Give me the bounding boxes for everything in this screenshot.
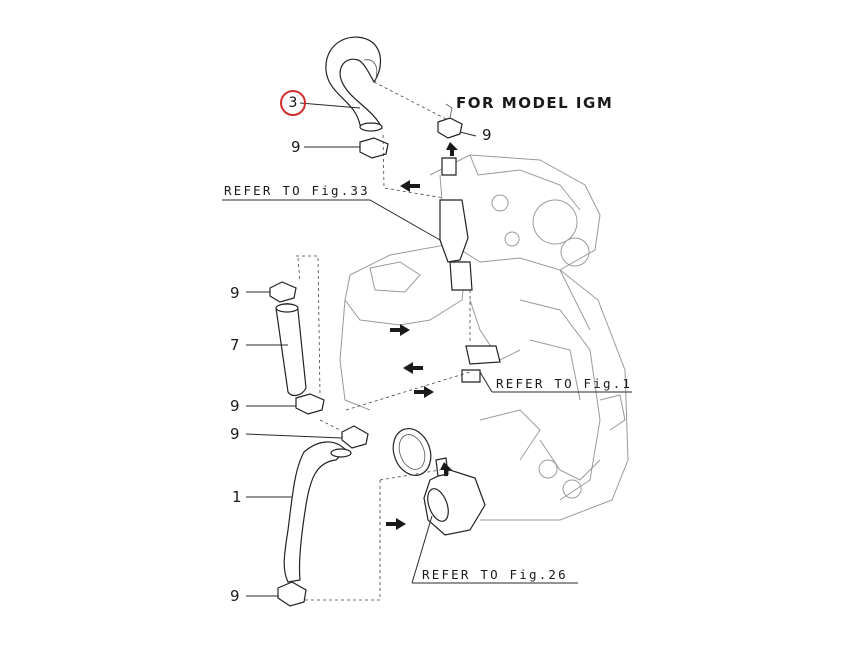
clamp-9-top-right: [437, 103, 463, 139]
callout-1: 1: [232, 488, 242, 506]
leader-lines: [222, 102, 632, 597]
clamp-9-bottom: [277, 581, 307, 607]
flow-arrows: [386, 142, 458, 530]
clamp-9-side-low: [341, 425, 369, 449]
highlighted-callout-3[interactable]: 3: [280, 90, 306, 116]
engine-block-drawing: [339, 154, 629, 521]
assembly-dash-lines: [296, 81, 471, 601]
hose-3-upper: [325, 36, 384, 132]
callout-9-side-top: 9: [230, 284, 240, 302]
reference-fig-33: REFER TO Fig.33: [224, 183, 370, 198]
callout-9-upper: 9: [291, 138, 301, 156]
upper-fitting: [439, 157, 473, 291]
callout-9-side-mid: 9: [230, 397, 240, 415]
tee-fitting: [461, 345, 501, 383]
callout-9-top-right: 9: [482, 126, 492, 144]
clamp-9-upper: [359, 137, 389, 159]
clamp-9-side-top: [269, 281, 297, 303]
hose-7: [275, 303, 307, 397]
clamp-9-side-mid: [295, 393, 325, 415]
callout-9-bottom: 9: [230, 587, 240, 605]
callout-9-side-low: 9: [230, 425, 240, 443]
reference-fig-1: REFER TO Fig.1: [496, 376, 633, 391]
model-title: FOR MODEL IGM: [456, 94, 614, 112]
thermostat-housing: [392, 428, 486, 536]
reference-fig-26: REFER TO Fig.26: [422, 567, 568, 582]
callout-7: 7: [230, 336, 240, 354]
hose-1-lower: [283, 441, 352, 583]
